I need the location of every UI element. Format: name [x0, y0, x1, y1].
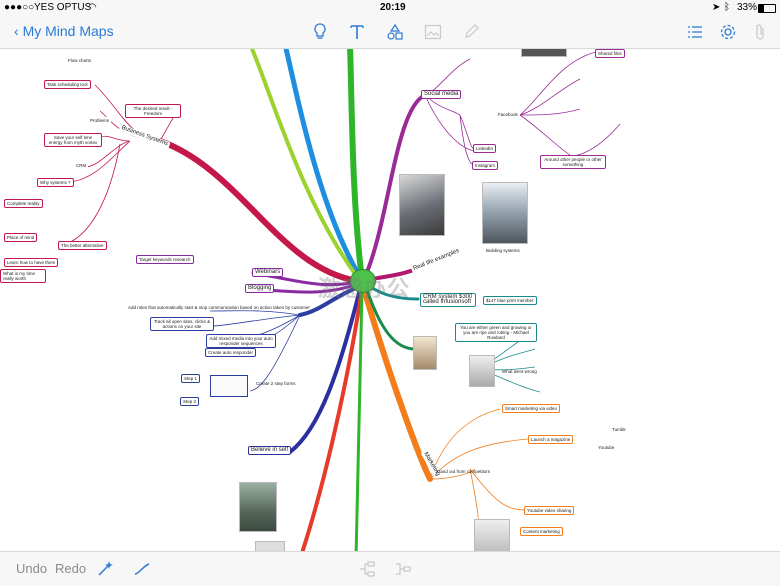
- photo-street[interactable]: [239, 482, 277, 532]
- node-launch-magazine[interactable]: Launch a magazine: [528, 435, 574, 444]
- node-step-2[interactable]: Step 2: [180, 397, 200, 406]
- photo-seminar[interactable]: [413, 336, 437, 370]
- branch-line-blue: [283, 49, 363, 280]
- signal-icon: ●●●○○: [4, 2, 35, 13]
- node-crm-system[interactable]: CRM system $300 called Infusionsoft: [420, 293, 476, 307]
- photo-small-2[interactable]: [255, 541, 285, 551]
- label-add-roles: Add roles that automatically start & sto…: [128, 305, 310, 310]
- central-node[interactable]: [350, 269, 376, 293]
- node-instagram[interactable]: Instagram: [472, 161, 499, 170]
- form-thumbnail[interactable]: [210, 375, 248, 397]
- attachment-icon[interactable]: [748, 21, 772, 43]
- node-create-auto[interactable]: Create auto responder: [205, 348, 257, 357]
- branch-line-lime: [249, 49, 360, 280]
- navigation-bar: ‹ My Mind Maps: [0, 16, 780, 49]
- node-shared-files[interactable]: Shared files: [595, 49, 625, 58]
- node-save-energy[interactable]: Save your self time energy from myth vor…: [44, 133, 102, 147]
- node-smart-marketing[interactable]: Smart marketing via video: [502, 404, 561, 413]
- node-add-mixed-media[interactable]: Add mixed media into your auto responder…: [206, 334, 276, 348]
- bluetooth-icon: ᛒ: [724, 2, 730, 13]
- photo-small-1[interactable]: [521, 49, 567, 57]
- photo-presentation-2[interactable]: [482, 182, 528, 244]
- node-flow-charts[interactable]: Flow charts: [66, 57, 94, 64]
- label-what-went-wrong: What went wrong: [502, 369, 537, 374]
- sub-line-social: [424, 58, 476, 167]
- branch-line-red: [300, 287, 364, 551]
- bottom-toolbar: Undo Redo: [0, 551, 780, 586]
- branch-line-green2: [354, 287, 364, 551]
- mind-map-canvas[interactable]: Business Systems Social media Real life …: [0, 49, 780, 551]
- branch-line-believe: [288, 287, 362, 454]
- node-webinars[interactable]: Webinars: [252, 268, 284, 277]
- wifi-icon: ◠: [88, 2, 97, 13]
- shapes-icon[interactable]: [383, 21, 407, 43]
- branch-line-social: [363, 93, 427, 279]
- battery-icon: [758, 4, 776, 13]
- node-place-of-mind[interactable]: Place of mind: [4, 233, 38, 242]
- battery-percent: 33%: [737, 2, 758, 13]
- node-complete-reality[interactable]: Complete reality: [4, 199, 43, 208]
- node-facebook[interactable]: Facebook: [496, 111, 520, 118]
- label-stand-out: Stand out from competitors: [436, 469, 491, 474]
- node-blogging[interactable]: Blogging: [245, 284, 275, 293]
- magic-wand-icon[interactable]: [96, 560, 114, 583]
- branch-line-green: [347, 49, 365, 283]
- carrier-label: YES OPTUS: [34, 2, 92, 13]
- lightbulb-icon[interactable]: [308, 21, 332, 43]
- sub-line-mktg: [429, 408, 529, 530]
- watermark: 激感办公: [318, 276, 411, 301]
- add-child-icon[interactable]: [358, 560, 376, 583]
- back-label: My Mind Maps: [22, 23, 114, 39]
- node-problems[interactable]: Problems: [88, 117, 112, 124]
- label-create-2-step: Create 2 step forms: [256, 381, 296, 386]
- node-blue-print[interactable]: $147 blue print member: [483, 296, 537, 305]
- node-linkedin[interactable]: LinkedIn: [473, 144, 497, 153]
- undo-button[interactable]: Undo: [16, 561, 48, 576]
- label-tumblr: Tumblr: [612, 427, 626, 432]
- image-icon[interactable]: [421, 21, 445, 43]
- label-building-systems: Building systems: [486, 248, 520, 253]
- time-label: 20:19: [380, 2, 406, 13]
- node-desired-result[interactable]: The desired result - Freedom: [125, 104, 181, 118]
- connect-line-icon[interactable]: [133, 560, 151, 583]
- node-learn-how[interactable]: Learn how to have them: [4, 258, 59, 267]
- photo-event[interactable]: [469, 355, 495, 387]
- photo-presentation-1[interactable]: [399, 174, 445, 236]
- node-better-alternative[interactable]: The better alternative: [58, 241, 107, 250]
- node-track-all[interactable]: Track all open sites, clicks & actions o…: [150, 317, 214, 331]
- status-bar: ●●●○○ YES OPTUS ◠ 20:19 ➤ ᛒ 33%: [0, 0, 780, 16]
- branch-line-business: [157, 138, 361, 284]
- location-icon: ➤: [712, 2, 721, 13]
- node-task-scheduling[interactable]: Task scheduling tool: [44, 80, 91, 89]
- sub-line-facebook: [519, 50, 621, 159]
- node-social-media[interactable]: Social media: [421, 90, 462, 99]
- outline-list-icon[interactable]: [683, 21, 707, 43]
- text-style-icon[interactable]: [345, 21, 369, 43]
- branch-line-autoresp: [298, 285, 360, 317]
- node-what-is-my[interactable]: What is my time really worth: [0, 269, 46, 283]
- back-button[interactable]: ‹ My Mind Maps: [14, 23, 114, 39]
- node-you-are-either[interactable]: You are either green and growing or you …: [455, 323, 537, 342]
- node-youtube-video[interactable]: Youtube video sharing: [524, 506, 575, 515]
- node-content-marketing[interactable]: Content marketing: [520, 527, 563, 536]
- redo-button[interactable]: Redo: [55, 561, 87, 576]
- node-around-other[interactable]: Around other people or other something: [540, 155, 606, 169]
- photo-document[interactable]: [474, 519, 510, 551]
- node-step-1[interactable]: Step 1: [181, 374, 201, 383]
- node-why-systems[interactable]: Why systems ?: [37, 178, 74, 187]
- add-sibling-icon[interactable]: [394, 560, 412, 583]
- branch-line-orange: [361, 286, 433, 482]
- node-crm[interactable]: CRM: [74, 162, 89, 169]
- settings-icon[interactable]: [716, 21, 740, 43]
- pencil-icon[interactable]: [459, 21, 483, 43]
- branch-line-darkgreen: [364, 285, 417, 351]
- node-target-keywords[interactable]: Target keywords research: [136, 255, 194, 264]
- node-believe-in-self[interactable]: Believe in self: [248, 446, 292, 455]
- label-youtube-sub: Youtube: [598, 445, 615, 450]
- sub-line-wrong: [479, 330, 541, 393]
- chevron-left-icon: ‹: [14, 23, 19, 39]
